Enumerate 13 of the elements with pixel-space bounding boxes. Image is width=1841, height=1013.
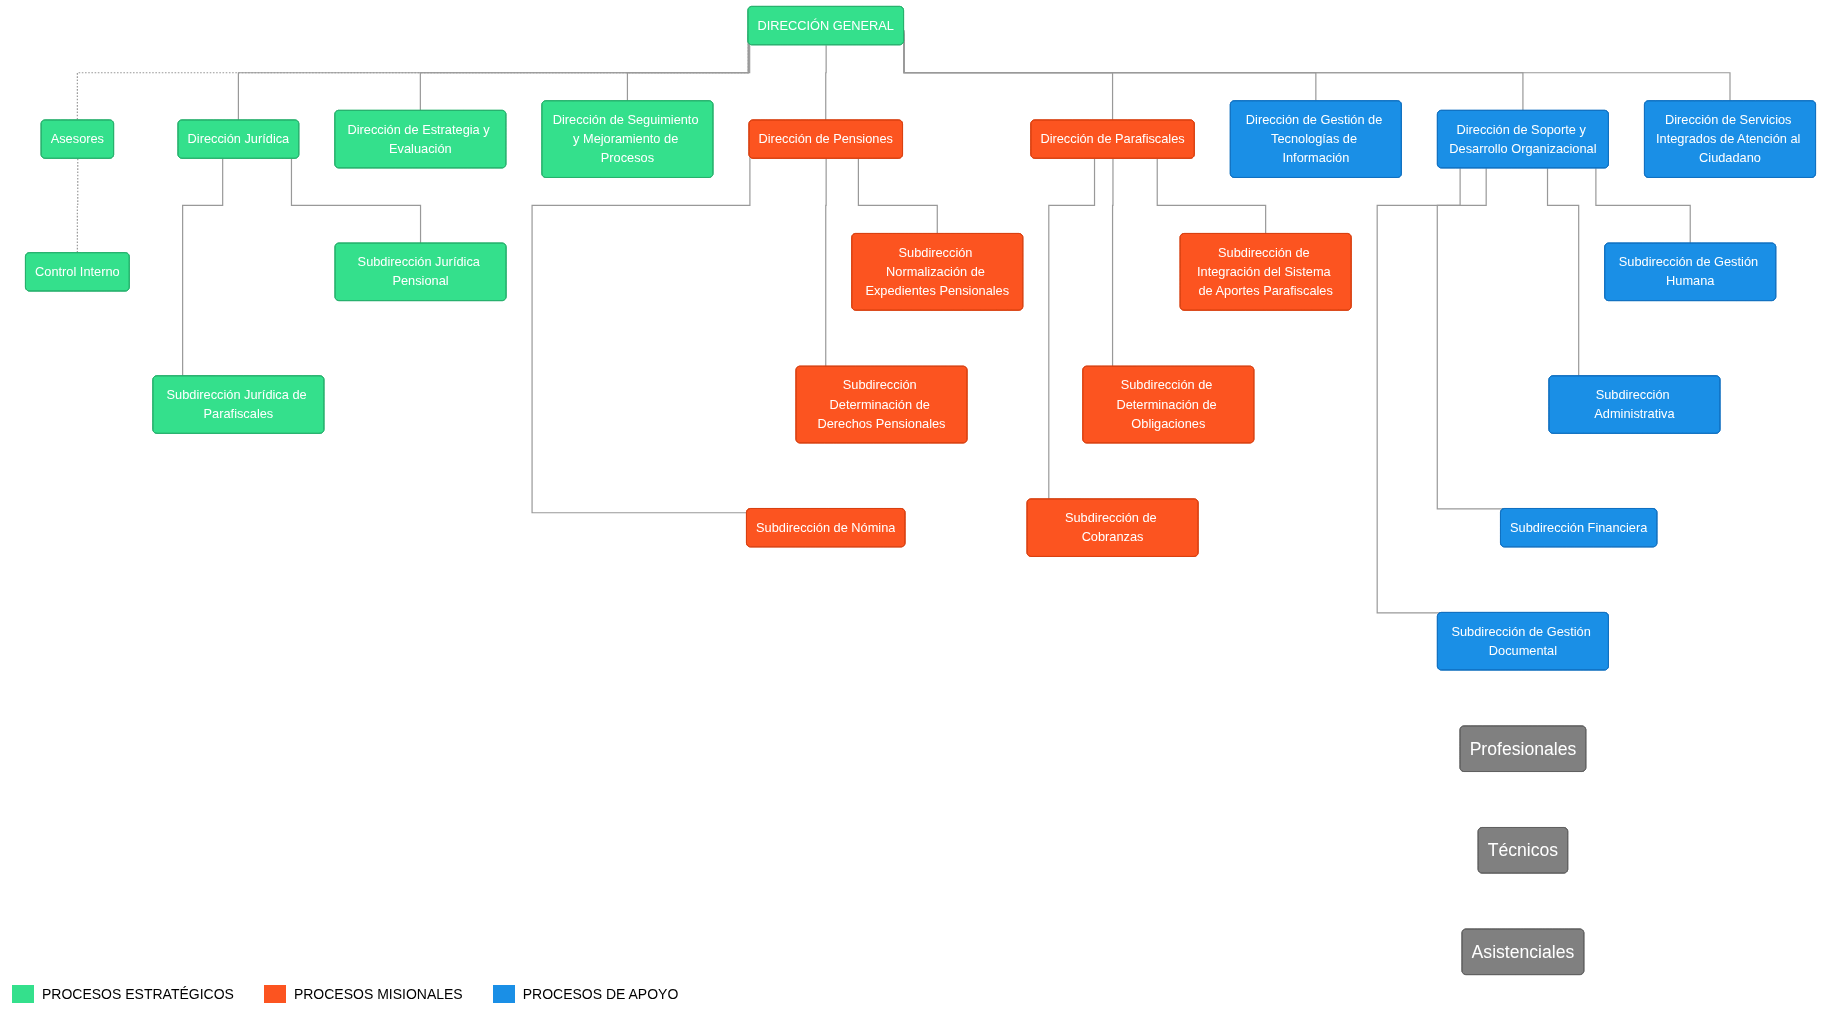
connector [825,44,827,121]
connector [531,156,751,514]
connector [1156,158,1267,235]
connector [1376,167,1461,614]
connector [626,43,751,102]
legend-label: PROCESOS MISIONALES [293,986,463,1002]
legend-label: PROCESOS ESTRATÉGICOS [42,986,234,1002]
connector [1595,167,1692,245]
connector [182,158,224,377]
legend-label: PROCESOS DE APOYO [522,986,679,1002]
connector [1048,158,1096,500]
connector [857,158,939,235]
connector [290,158,422,245]
